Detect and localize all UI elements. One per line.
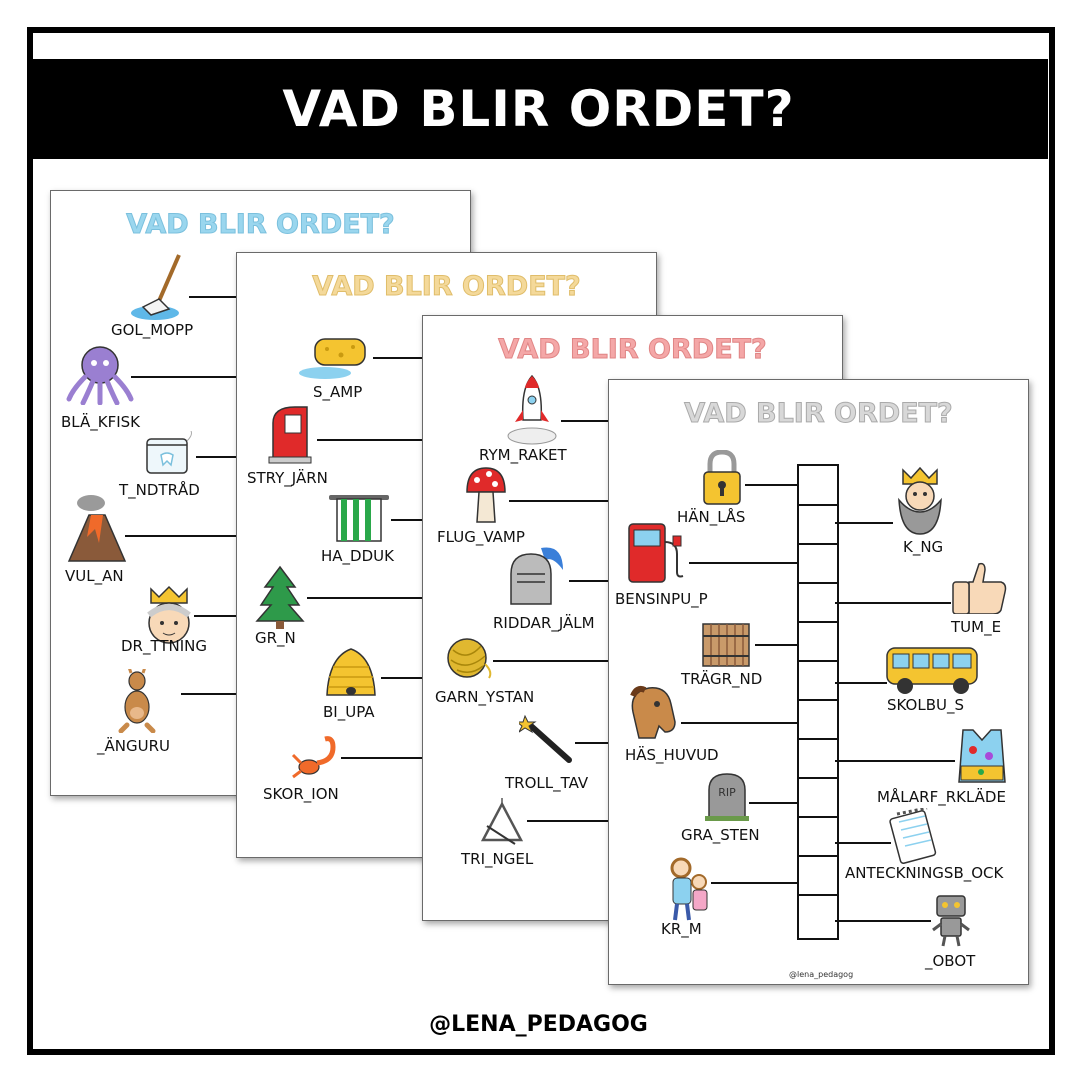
- sponge-icon: [299, 338, 366, 379]
- connector-line: [755, 644, 799, 646]
- helmet-icon: [510, 547, 563, 605]
- sheet-title: VAD BLIR ORDET?: [312, 271, 581, 303]
- horse-icon: [630, 685, 676, 739]
- connector-line: [711, 882, 799, 884]
- svg-text:RIP: RIP: [718, 786, 736, 799]
- mushroom-icon: [466, 467, 506, 523]
- banner: VAD BLIR ORDET?: [29, 59, 1048, 159]
- wand-icon: [519, 714, 572, 763]
- word-label: GARN_YSTAN: [435, 688, 535, 706]
- word-label: HA_DDUK: [321, 547, 394, 565]
- word-label: KR_M: [661, 920, 702, 938]
- footer-handle: @LENA_PEDAGOG: [429, 1012, 648, 1037]
- beehive-icon: [326, 648, 376, 696]
- word-label: FLUG_VAMP: [437, 528, 525, 546]
- connector-line: [835, 920, 931, 922]
- apron-icon: [958, 729, 1006, 783]
- connector-line: [835, 842, 891, 844]
- scorpion-icon: [291, 736, 336, 779]
- hug-icon: [670, 857, 708, 921]
- answer-ladder: [797, 464, 839, 940]
- word-label: TROLL_TAV: [505, 774, 589, 792]
- connector-line: [745, 484, 799, 486]
- notepad-icon: [889, 808, 937, 864]
- sheet-title: VAD BLIR ORDET?: [126, 209, 395, 241]
- word-label: S_AMP: [313, 383, 363, 401]
- tree-icon: [255, 565, 305, 629]
- bus-icon: [886, 647, 978, 694]
- triangle-icon: [480, 798, 524, 845]
- word-label: K_NG: [903, 538, 944, 556]
- connector-line: [835, 682, 887, 684]
- connector-line: [749, 802, 799, 804]
- word-label: SKOR_ION: [263, 785, 339, 803]
- word-label: T_NDTRÅD: [119, 481, 200, 499]
- credit-text: @lena_pedagog: [789, 970, 854, 979]
- word-label: ANTECKNINGSB_OCK: [845, 864, 1004, 882]
- word-label: RIDDAR_JÄLM: [493, 614, 595, 632]
- connector-line: [835, 602, 951, 604]
- connector-line: [835, 760, 955, 762]
- word-label: SKOLBU_S: [887, 696, 964, 714]
- word-label: DR_TTNING: [121, 637, 208, 655]
- padlock-icon: [703, 450, 741, 505]
- word-label: TUM_E: [951, 618, 1002, 636]
- gas-pump-icon: [628, 523, 684, 583]
- sheet-title: VAD BLIR ORDET?: [498, 334, 767, 366]
- word-label: HÄN_LÅS: [677, 508, 746, 526]
- word-label: STRY_JÄRN: [247, 469, 328, 487]
- banner-title: VAD BLIR ORDET?: [282, 80, 795, 138]
- robot-icon: [932, 895, 970, 947]
- word-label: TRI_NGEL: [461, 850, 534, 868]
- word-label: VUL_AN: [65, 567, 124, 585]
- word-label: MÅLARF_RKLÄDE: [877, 788, 1006, 806]
- mop-icon: [131, 254, 181, 320]
- connector-line: [681, 722, 799, 724]
- word-label: GOL_MOPP: [111, 321, 194, 339]
- word-label: BLÄ_KFISK: [61, 413, 140, 431]
- yarn-icon: [447, 638, 492, 679]
- word-label: TRÄGR_ND: [681, 670, 763, 688]
- sheet-title: VAD BLIR ORDET?: [684, 398, 953, 430]
- towel-icon: [329, 495, 389, 542]
- word-label: HÄS_HUVUD: [625, 746, 719, 764]
- octopus-icon: [66, 346, 134, 405]
- word-label: _OBOT: [925, 952, 976, 970]
- thumb-icon: [952, 562, 1007, 614]
- kangaroo-icon: [118, 669, 156, 733]
- connector-line: [689, 562, 799, 564]
- floss-icon: [146, 431, 192, 474]
- word-label: BI_UPA: [323, 703, 375, 721]
- volcano-icon: [67, 495, 127, 562]
- word-label: GRA_STEN: [681, 826, 760, 844]
- word-label: BENSINPU_P: [615, 590, 708, 608]
- worksheet-4: VAD BLIR ORDET? HÄN_LÅS BENSINPU_P TRÄGR…: [608, 379, 1029, 985]
- connector-line: [835, 522, 893, 524]
- rocket-icon: [507, 374, 557, 445]
- gate-icon: [702, 623, 750, 667]
- gravestone-icon: RIP: [705, 773, 749, 821]
- king-icon: [898, 466, 942, 535]
- word-label: _ÄNGURU: [97, 737, 170, 755]
- iron-icon: [268, 406, 312, 464]
- word-label: GR_N: [255, 629, 296, 647]
- word-label: RYM_RAKET: [479, 446, 567, 464]
- queen-icon: [147, 585, 191, 644]
